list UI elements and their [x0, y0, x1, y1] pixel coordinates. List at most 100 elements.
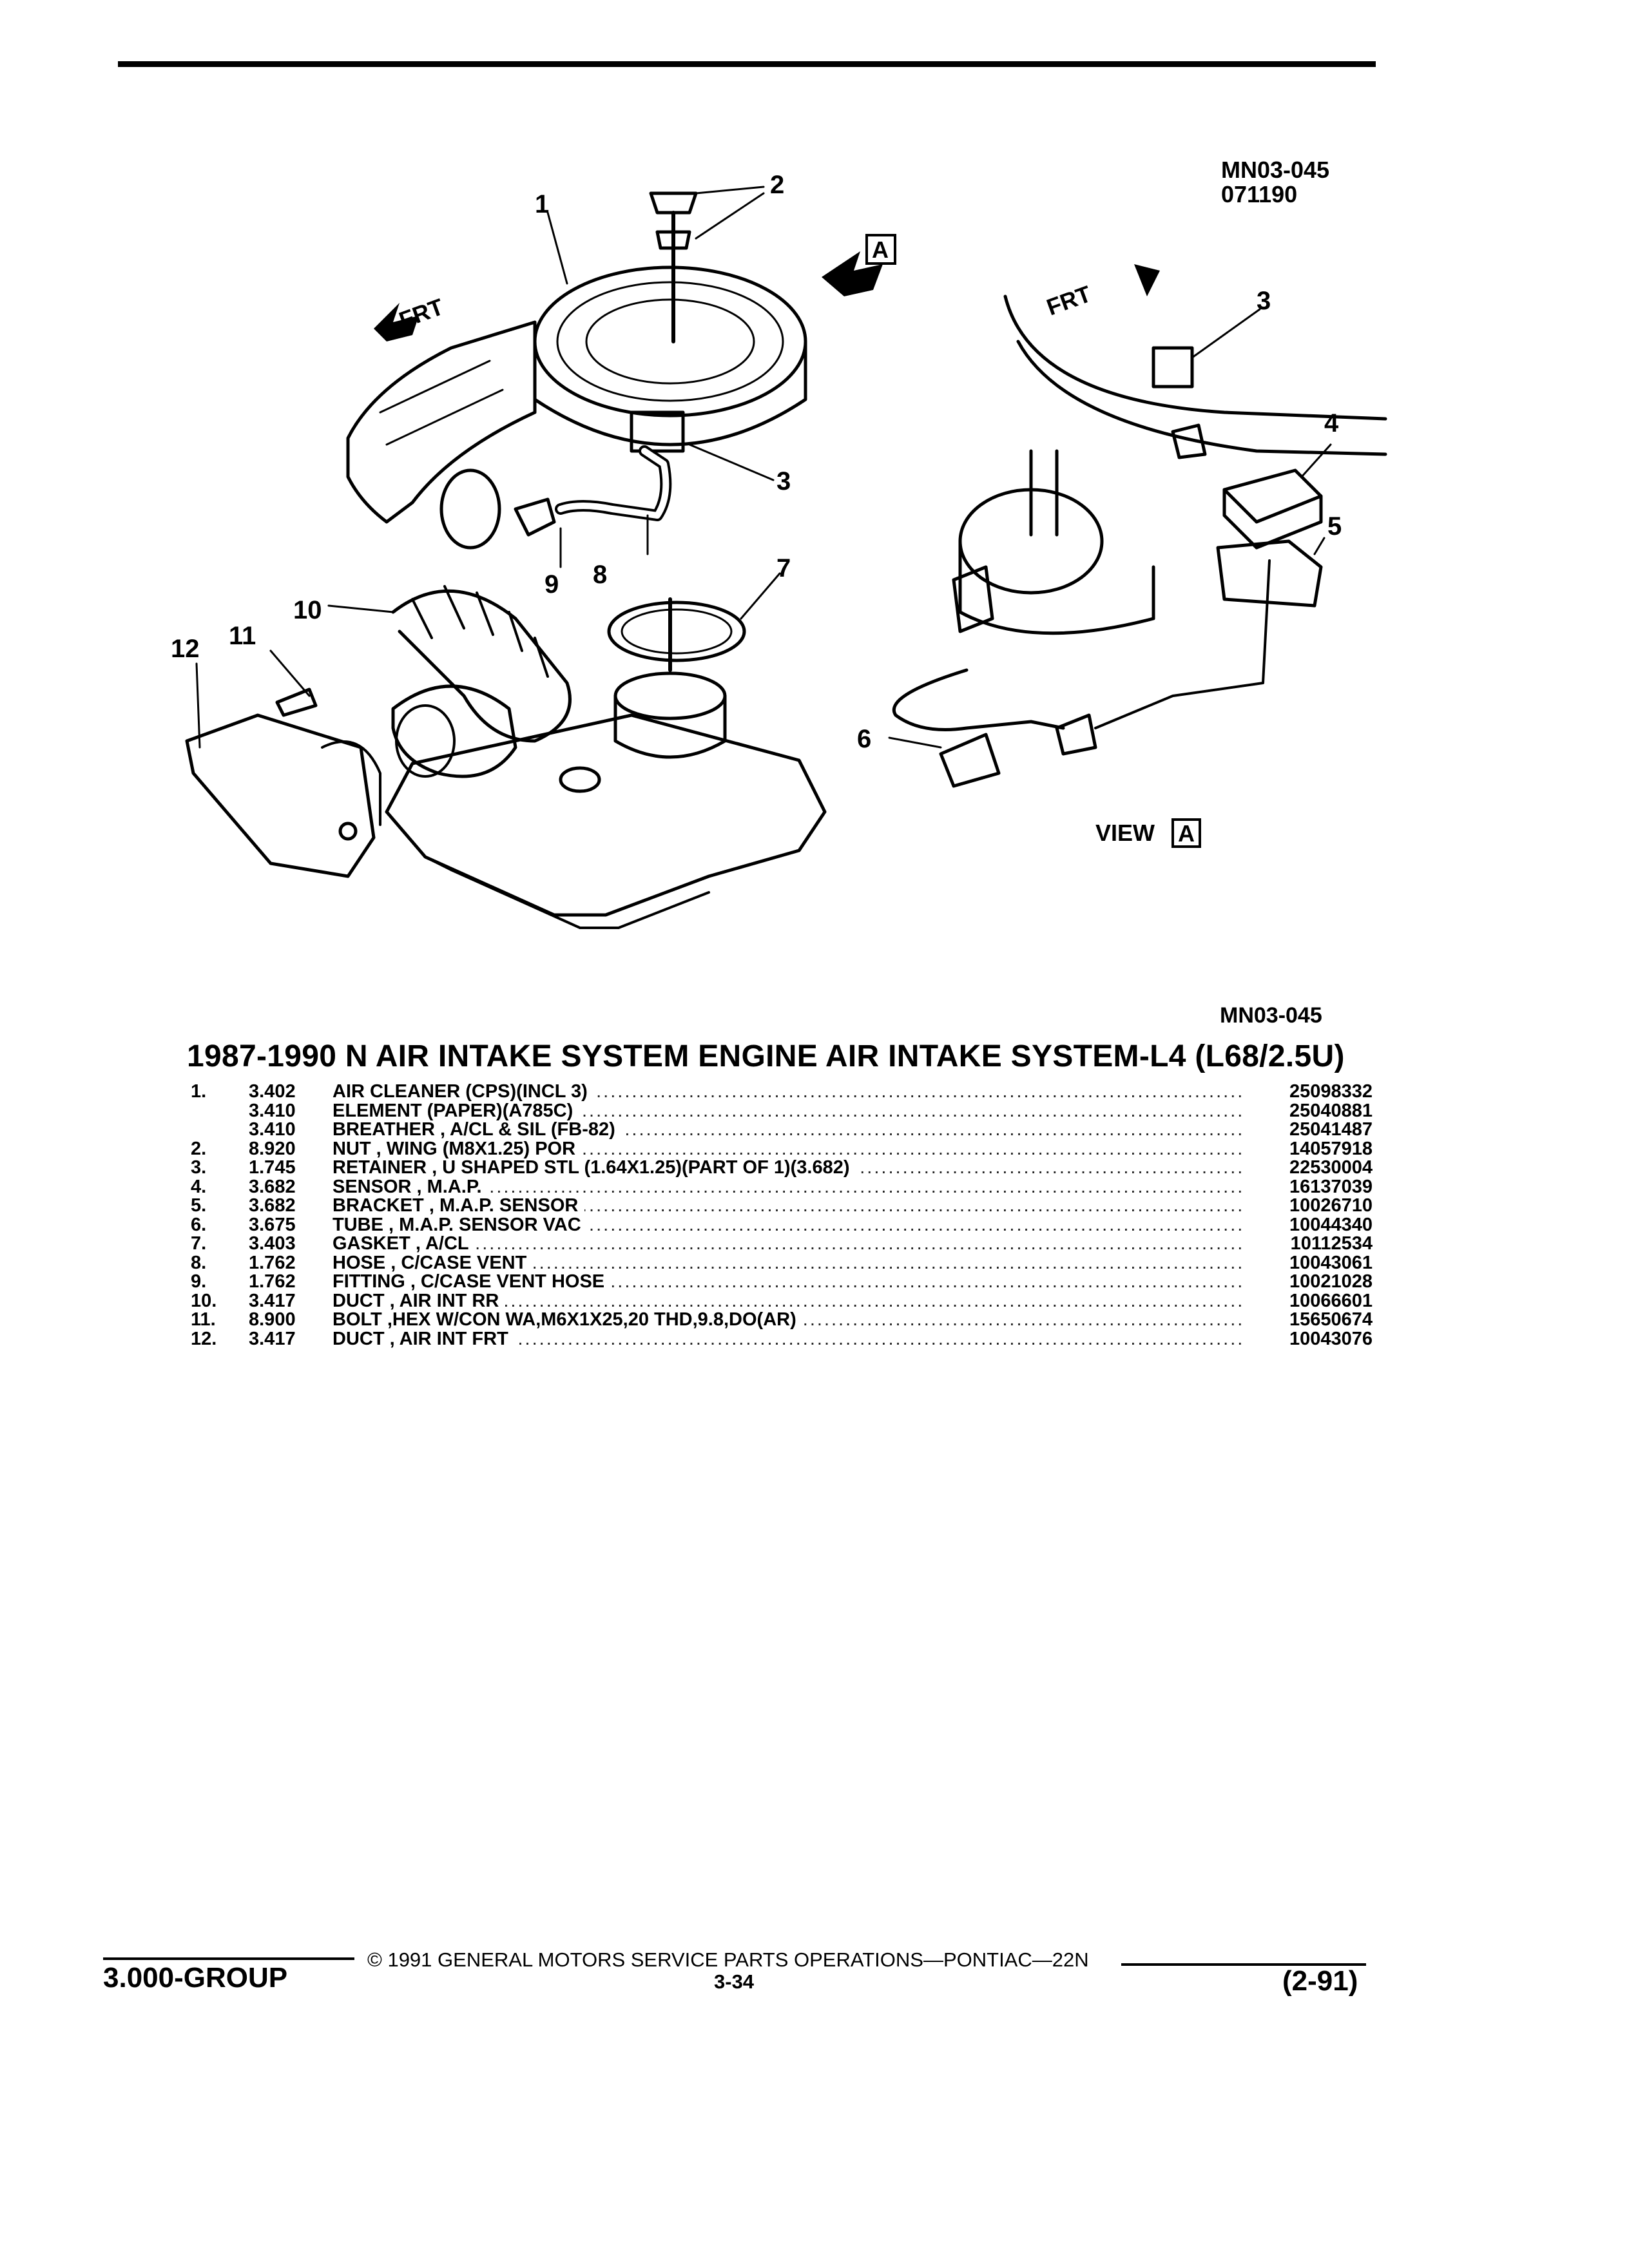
part-description: AIR CLEANER (CPS)(INCL 3) [333, 1082, 1244, 1102]
item-number: 3. [191, 1157, 207, 1178]
view-a-retainer-clip [1152, 346, 1194, 389]
part-number: 10043061 [1289, 1252, 1373, 1273]
footer-copyright: © 1991 GENERAL MOTORS SERVICE PARTS OPER… [367, 1948, 1089, 1971]
group-number: 3.675 [249, 1214, 296, 1235]
callout-3-view-a: 3 [1257, 287, 1271, 315]
section-title: 1987-1990 N AIR INTAKE SYSTEM ENGINE AIR… [187, 1039, 1345, 1073]
part-description: RETAINER , U SHAPED STL (1.64X1.25)(PART… [333, 1158, 1244, 1178]
item-number: 10. [191, 1290, 217, 1311]
part-number: 14057918 [1289, 1138, 1373, 1159]
parts-row: 3.410 ELEMENT (PAPER)(A785C) 25040881 [187, 1100, 1373, 1121]
item-number: 2. [191, 1138, 207, 1159]
callout-7: 7 [776, 554, 791, 582]
group-number: 3.410 [249, 1119, 296, 1140]
group-number: 8.920 [249, 1138, 296, 1159]
callout-3: 3 [776, 467, 791, 495]
part-number: 25040881 [1289, 1100, 1373, 1121]
part-number: 25098332 [1289, 1081, 1373, 1102]
view-a-direction-arrow: A [822, 234, 896, 296]
view-a-label: VIEW A [1095, 818, 1201, 848]
parts-row: 4. 3.682 SENSOR , M.A.P. 16137039 [187, 1176, 1373, 1197]
callout-5: 5 [1327, 512, 1342, 541]
footer-page-number: 3-34 [714, 1970, 755, 1993]
footer-group-label: 3.000-GROUP [103, 1962, 288, 1994]
illustration-reference: MN03-045 [1220, 1003, 1322, 1028]
illustration-date: 071190 [1221, 181, 1298, 207]
oil-fill-cap [559, 766, 601, 793]
footer-revision-date: (2-91) [1282, 1965, 1358, 1997]
map-vacuum-tube [892, 668, 1065, 731]
svg-text:FRT: FRT [396, 293, 447, 333]
group-number: 1.762 [249, 1271, 296, 1292]
group-number: 3.403 [249, 1233, 296, 1254]
map-sensor [1222, 468, 1323, 524]
callout-9: 9 [545, 570, 559, 599]
snorkel-outlet [439, 468, 501, 550]
part-description: ELEMENT (PAPER)(A785C) [333, 1101, 1244, 1120]
parts-row: 3. 1.745 RETAINER , U SHAPED STL (1.64X1.2… [187, 1158, 1373, 1178]
item-number: 5. [191, 1195, 207, 1216]
part-number: 10112534 [1290, 1233, 1373, 1254]
part-description: BOLT ,HEX W/CON WA,M6X1X25,20 THD,9.8,DO… [333, 1311, 1244, 1330]
group-number: 3.682 [249, 1195, 296, 1216]
part-description: TUBE , M.A.P. SENSOR VAC [333, 1215, 1244, 1235]
duct-coupler [391, 684, 517, 778]
group-number: 3.410 [249, 1100, 296, 1121]
exploded-parts-diagram: FRT FRT A 1 2 3 3 4 5 6 7 8 9 10 11 12 V… [171, 171, 1387, 929]
group-number: 1.745 [249, 1157, 296, 1178]
part-description: DUCT , AIR INT FRT [333, 1329, 1244, 1349]
item-number: 12. [191, 1328, 217, 1349]
air-cleaner-body [533, 340, 807, 447]
map-sensor-bracket [1216, 539, 1323, 608]
front-air-duct [185, 713, 376, 878]
svg-text:VIEW: VIEW [1095, 820, 1155, 846]
callout-10: 10 [293, 596, 322, 624]
part-description: DUCT , AIR INT RR [333, 1291, 1244, 1311]
frt-arrow-right: FRT [1043, 264, 1160, 321]
parts-row: 12. 3.417 DUCT , AIR INT FRT 10043076 [187, 1328, 1373, 1349]
throttle-body [613, 671, 727, 720]
group-number: 3.417 [249, 1290, 296, 1311]
duct-bolt [275, 687, 318, 717]
part-description: GASKET , A/CL [333, 1235, 1244, 1254]
item-number: 9. [191, 1271, 207, 1292]
frt-arrow-left: FRT [374, 293, 447, 341]
parts-row: 2. 8.920 NUT , WING (M8X1.25) POR 14057918 [187, 1138, 1373, 1159]
air-cleaner-gasket [607, 601, 746, 662]
parts-row: 1. 3.402 AIR CLEANER (CPS)(INCL 3) 25098332 [187, 1082, 1373, 1102]
crankcase-fitting [514, 497, 556, 537]
footer-rule-right [1121, 1963, 1366, 1966]
part-number: 10026710 [1289, 1195, 1373, 1216]
retainer-clip [630, 410, 685, 453]
callout-6: 6 [857, 725, 871, 753]
item-number: 1. [191, 1081, 207, 1102]
group-number: 3.417 [249, 1328, 296, 1349]
item-number: 7. [191, 1233, 207, 1254]
valve-cover [385, 713, 827, 917]
item-number: 6. [191, 1214, 207, 1235]
callout-1: 1 [535, 190, 549, 218]
group-number: 3.682 [249, 1176, 296, 1197]
illustration-id-block: MN03-045 071190 [1221, 158, 1329, 207]
group-number: 3.402 [249, 1081, 296, 1102]
part-description: SENSOR , M.A.P. [333, 1177, 1244, 1196]
part-number: 10043076 [1289, 1328, 1373, 1349]
part-number: 16137039 [1289, 1176, 1373, 1197]
svg-text:A: A [1178, 820, 1195, 847]
callout-8: 8 [593, 561, 607, 589]
part-number: 10044340 [1289, 1214, 1373, 1235]
item-number: 8. [191, 1252, 207, 1273]
callout-4: 4 [1324, 409, 1339, 437]
top-rule [118, 61, 1376, 67]
part-description: NUT , WING (M8X1.25) POR [333, 1139, 1244, 1158]
part-number: 22530004 [1289, 1157, 1373, 1178]
parts-row: 6. 3.675 TUBE , M.A.P. SENSOR VAC 10044340 [187, 1214, 1373, 1235]
footer-rule-left [103, 1957, 354, 1960]
part-number: 25041487 [1289, 1119, 1373, 1140]
part-description: BRACKET , M.A.P. SENSOR [333, 1196, 1244, 1216]
item-number: 4. [191, 1176, 207, 1197]
group-number: 8.900 [249, 1309, 296, 1330]
air-cleaner-snorkel [346, 320, 537, 524]
